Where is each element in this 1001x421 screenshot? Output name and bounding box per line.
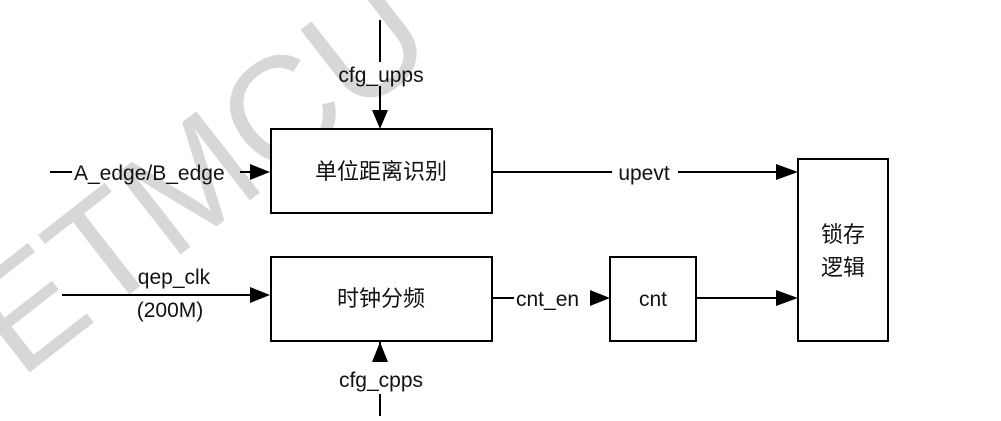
latch-logic-label-line1: 锁存 (821, 223, 865, 248)
clock-divider-label: 时钟分频 (337, 287, 425, 312)
qep-freq-label: (200M) (137, 299, 204, 322)
cfg-cpps-label: cfg_cpps (339, 369, 423, 392)
cfg-upps-label: cfg_upps (338, 64, 423, 87)
clock-divider-block (270, 256, 493, 342)
edge-input-label: A_edge/B_edge (74, 162, 225, 185)
upevt-arrowhead (776, 164, 798, 180)
cnt-out-arrowhead (776, 290, 798, 306)
qep-clk-label: qep_clk (138, 266, 211, 289)
cnt-en-arrowhead (590, 290, 610, 306)
unit-distance-block (270, 128, 493, 214)
cfg-upps-arrowhead (372, 110, 388, 129)
edge-in-arrowhead (250, 164, 270, 180)
latch-logic-label-line2: 逻辑 (821, 256, 865, 281)
qep-clk-arrowhead (250, 287, 270, 303)
cfg-cpps-arrowhead (372, 342, 388, 362)
counter-label: cnt (639, 288, 667, 311)
cnt-en-label: cnt_en (516, 288, 579, 311)
unit-distance-label: 单位距离识别 (315, 160, 447, 185)
latch-logic-block (797, 158, 889, 342)
counter-block (609, 256, 697, 342)
upevt-label: upevt (618, 162, 670, 185)
